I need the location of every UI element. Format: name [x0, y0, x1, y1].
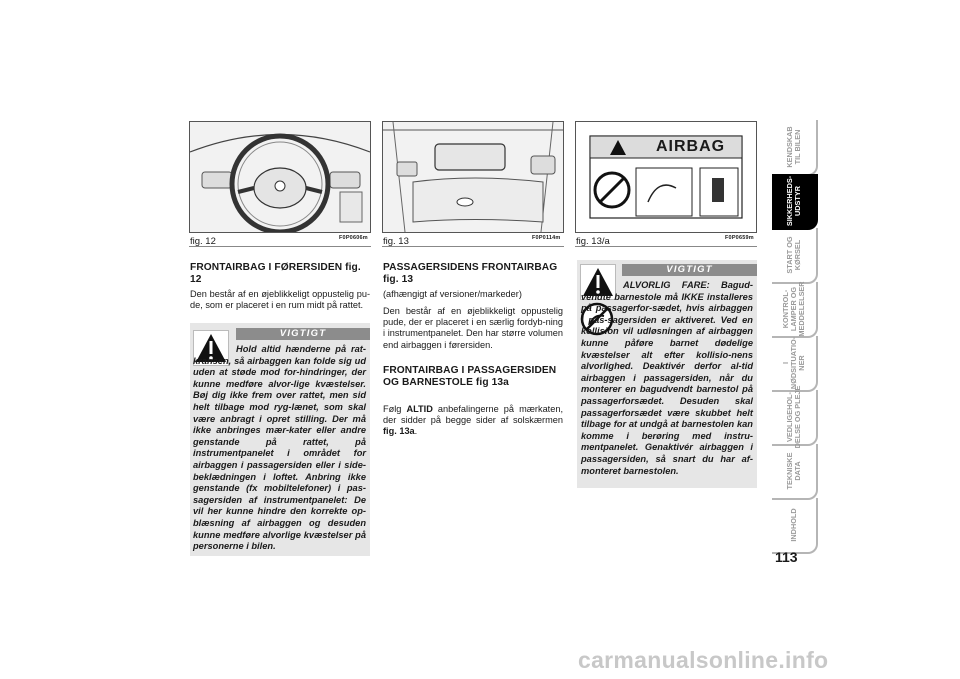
tab-kendskab-til-bilen[interactable]: KENDSKAB TIL BILEN [772, 120, 818, 176]
heading-passenger-airbag: PASSAGERSIDENS FRONTAIRBAG fig. 13 [383, 262, 558, 286]
fig-caption-12: fig. 12 [190, 236, 216, 247]
figure-airbag-label: AIRBAG [575, 121, 757, 233]
fig-code-13: F0P0114m [532, 235, 561, 241]
figure-passenger-dashboard [382, 121, 564, 233]
divider [575, 246, 757, 247]
tab-vedligeholdelse[interactable]: VEDLIGEHOL- DELSE OG PLEJE [772, 386, 818, 448]
divider [382, 246, 564, 247]
tab-indhold[interactable]: INDHOLD [772, 498, 818, 554]
warning-title: VIGTIGT [236, 328, 370, 340]
tab-nodsituationer[interactable]: I NØDSITUATIO- NER [772, 336, 818, 392]
passenger-dashboard-drawing [383, 122, 563, 232]
fig-code-13a: F0P0659m [725, 235, 754, 241]
fig-caption-13a: fig. 13/a [576, 236, 610, 247]
airbag-label-text: AIRBAG [656, 138, 726, 155]
airbag-label-drawing [576, 122, 756, 232]
warning-triangle-icon [193, 330, 229, 366]
warning-text-childseat: ALVORLIG FARE: Bagud-vendte barnestole m… [581, 280, 753, 476]
dashboard-drawing [190, 122, 370, 232]
passenger-airbag-body: Den består af en øjeblikkeligt oppusteli… [383, 306, 563, 350]
watermark: carmanualsonline.info [578, 647, 829, 673]
warning-text-driver: Hold altid hænderne på rat-kransen, så a… [193, 344, 366, 552]
driver-airbag-body: Den består af en øjeblikkeligt oppusteli… [190, 289, 370, 311]
fig-caption-13: fig. 13 [383, 236, 409, 247]
tab-tekniske-data[interactable]: TEKNISKE DATA [772, 444, 818, 500]
tab-kontrollamper[interactable]: KONTROL- LAMPER OG MEDDELELSER [772, 281, 818, 338]
passenger-childseat-body: Følg ALTID anbefalingerne på mærkaten, d… [383, 404, 564, 437]
warning-title: VIGTIGT [622, 264, 757, 276]
figure-steering-wheel [189, 121, 371, 233]
heading-passenger-childseat: FRONTAIRBAG I PASSAGERSIDEN OG BARNESTOL… [383, 365, 557, 389]
heading-driver-airbag: FRONTAIRBAG I FØRERSIDEN fig. 12 [190, 262, 361, 286]
emphasis-always: ALTID [406, 404, 433, 414]
tab-start-og-korsel[interactable]: START OG KØRSEL [772, 228, 818, 284]
no-childseat-airbag-icon [580, 302, 614, 336]
divider [189, 246, 371, 247]
tab-sikkerhedsudstyr[interactable]: SIKKERHEDS- UDSTYR [772, 174, 818, 230]
passenger-airbag-subtitle: (afhængigt af versioner/markeder) [383, 289, 522, 299]
fig-code-12: F0P0606m [339, 235, 368, 241]
page-number: 113 [775, 549, 798, 565]
warning-triangle-icon [580, 264, 616, 300]
figure-reference: fig. 13a [383, 426, 415, 437]
